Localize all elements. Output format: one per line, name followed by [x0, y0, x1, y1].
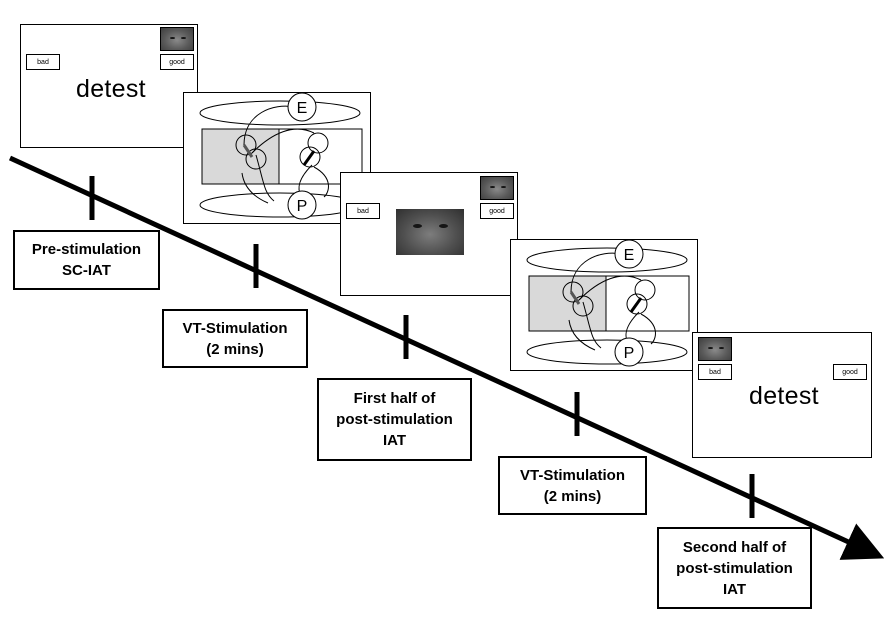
response-box-right: good [833, 364, 867, 380]
letter-e: E [624, 247, 635, 264]
iat-screen-2: bad good [340, 172, 518, 296]
letter-p: P [624, 345, 635, 362]
face-thumbnail [160, 27, 194, 51]
response-box-left: bad [26, 54, 60, 70]
timeline-arrow [8, 155, 885, 560]
label-vt-stimulation-1: VT-Stimulation (2 mins) [162, 309, 308, 368]
stimulus-word: detest [749, 382, 819, 410]
vt-stimulation-diagram-1: E P [183, 92, 371, 224]
letter-e: E [297, 100, 308, 117]
iat-screen-3: bad good detest [692, 332, 872, 458]
label-second-half-post-iat: Second half of post-stimulation IAT [657, 527, 812, 609]
stimulus-word: detest [76, 75, 146, 103]
face-thumbnail [698, 337, 732, 361]
letter-p: P [297, 198, 308, 215]
vestibular-diagram: E P [199, 92, 363, 220]
face-thumbnail [480, 176, 514, 200]
response-box-right: good [480, 203, 514, 219]
response-box-right: good [160, 54, 194, 70]
iat-screen-1: bad good detest [20, 24, 198, 148]
vt-stimulation-diagram-2: E P [510, 239, 698, 371]
label-first-half-post-iat: First half of post-stimulation IAT [317, 378, 472, 461]
face-stimulus [396, 209, 464, 255]
label-pre-stimulation: Pre-stimulation SC-IAT [13, 230, 160, 290]
label-vt-stimulation-2: VT-Stimulation (2 mins) [498, 456, 647, 515]
vestibular-diagram: E P [526, 239, 690, 367]
response-box-left: bad [346, 203, 380, 219]
response-box-left: bad [698, 364, 732, 380]
